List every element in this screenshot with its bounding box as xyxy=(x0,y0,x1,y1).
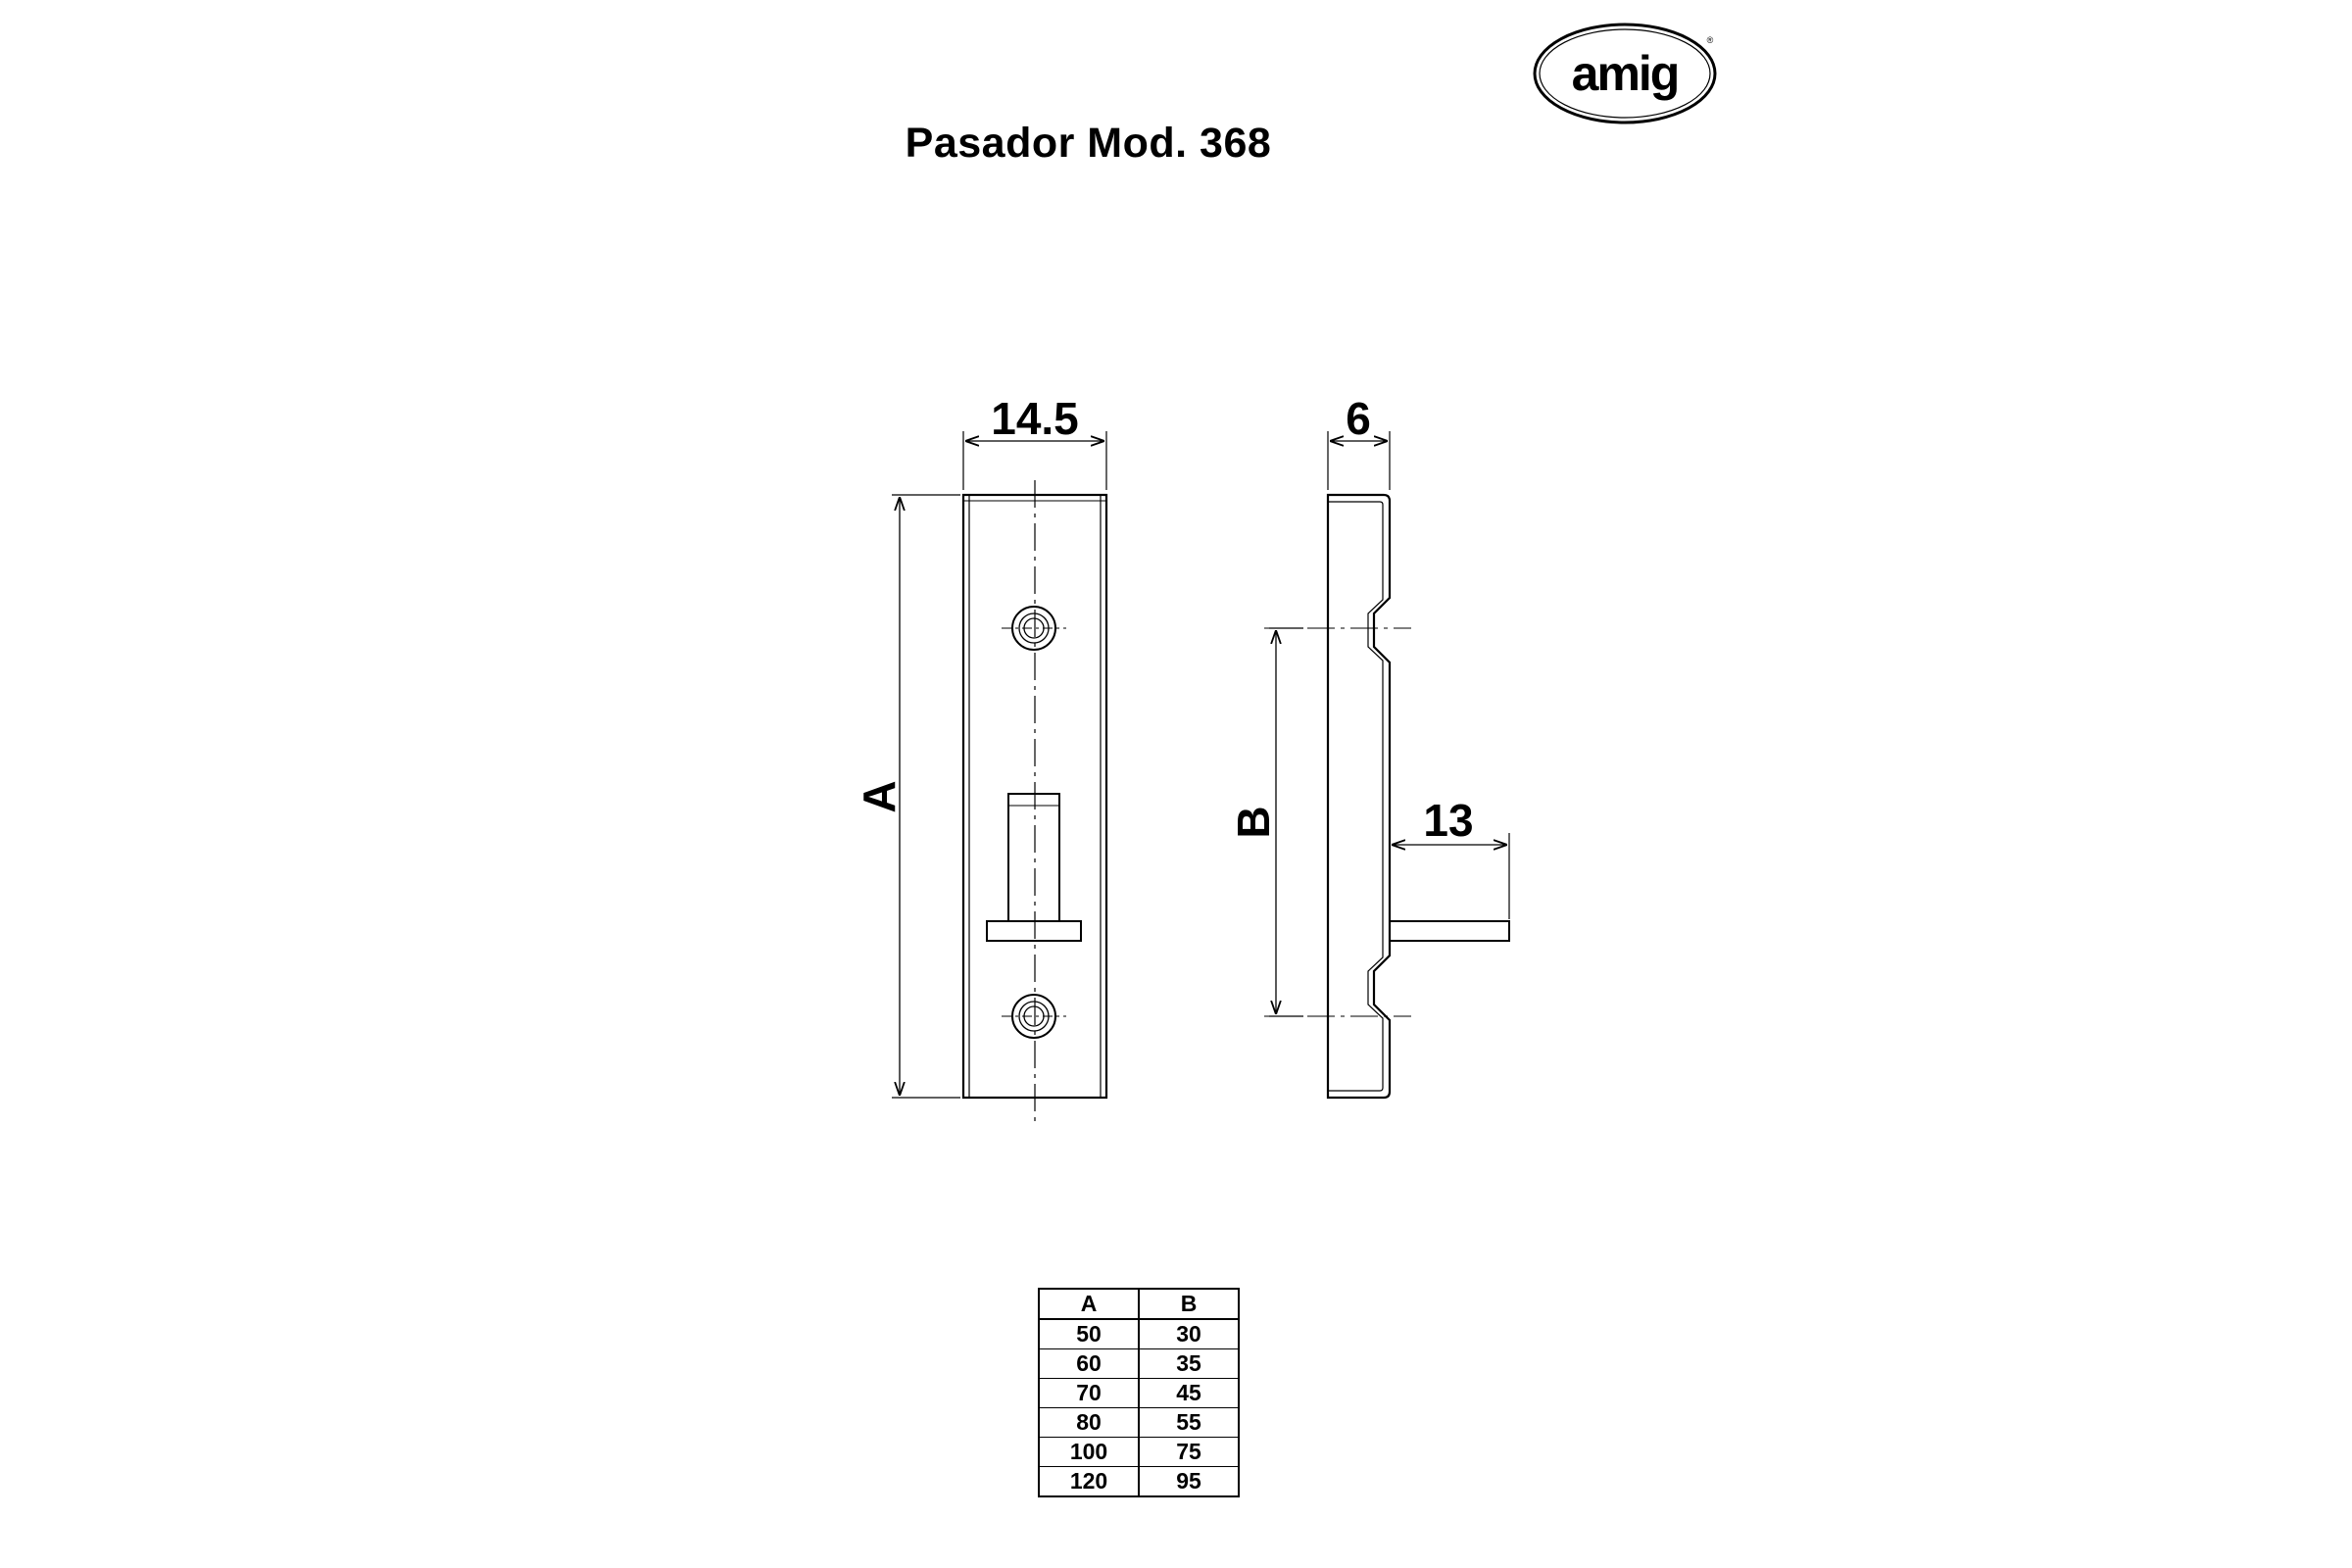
table-cell-b: 45 xyxy=(1138,1378,1240,1408)
bolt-pin-side xyxy=(1389,920,1510,942)
table-cell-a: 50 xyxy=(1038,1318,1140,1349)
table-cell-a: 120 xyxy=(1038,1466,1140,1497)
table-row: 70 45 xyxy=(1038,1378,1240,1408)
screw-hole-bottom xyxy=(1002,994,1066,1039)
svg-text:®: ® xyxy=(1707,35,1714,45)
table-header-a: A xyxy=(1038,1288,1140,1320)
dimension-projection-label: 13 xyxy=(1423,795,1473,846)
size-table: A B 50 30 60 35 70 45 80 55 100 xyxy=(1038,1288,1240,1497)
brand-logo-text: amig xyxy=(1572,46,1679,101)
screw-hole-top xyxy=(1002,606,1066,651)
table-cell-b: 30 xyxy=(1138,1318,1240,1349)
table-row: 100 75 xyxy=(1038,1437,1240,1467)
table-header-row: A B xyxy=(1038,1288,1240,1320)
dimension-height-label: A xyxy=(854,780,905,812)
table-row: 120 95 xyxy=(1038,1466,1240,1497)
dimension-width xyxy=(962,431,1107,490)
dimension-spacing-label: B xyxy=(1228,806,1279,838)
side-view xyxy=(1264,493,1510,1100)
table-cell-b: 95 xyxy=(1138,1466,1240,1497)
table-cell-a: 70 xyxy=(1038,1378,1140,1408)
table-row: 50 30 xyxy=(1038,1318,1240,1349)
table-cell-b: 35 xyxy=(1138,1348,1240,1379)
dimension-bolt-projection xyxy=(1392,833,1510,919)
dimension-width-label: 14.5 xyxy=(991,393,1079,444)
front-view xyxy=(961,480,1108,1125)
table-header-b: B xyxy=(1138,1288,1240,1320)
bolt-pin-front xyxy=(986,793,1082,942)
table-row: 80 55 xyxy=(1038,1407,1240,1438)
table-cell-b: 75 xyxy=(1138,1437,1240,1467)
table-cell-b: 55 xyxy=(1138,1407,1240,1438)
dimension-height-a xyxy=(892,494,960,1099)
table-cell-a: 60 xyxy=(1038,1348,1140,1379)
table-cell-a: 100 xyxy=(1038,1437,1140,1467)
dimension-thickness xyxy=(1327,431,1391,490)
dimension-spacing-b xyxy=(1269,627,1303,1017)
page-title: Pasador Mod. 368 xyxy=(905,120,1272,167)
table-row: 60 35 xyxy=(1038,1348,1240,1379)
brand-logo: amig ® xyxy=(1533,23,1717,124)
table-cell-a: 80 xyxy=(1038,1407,1140,1438)
dimension-thickness-label: 6 xyxy=(1346,393,1371,444)
side-profile-inner xyxy=(1328,501,1384,1092)
side-profile-outer xyxy=(1326,493,1392,1100)
